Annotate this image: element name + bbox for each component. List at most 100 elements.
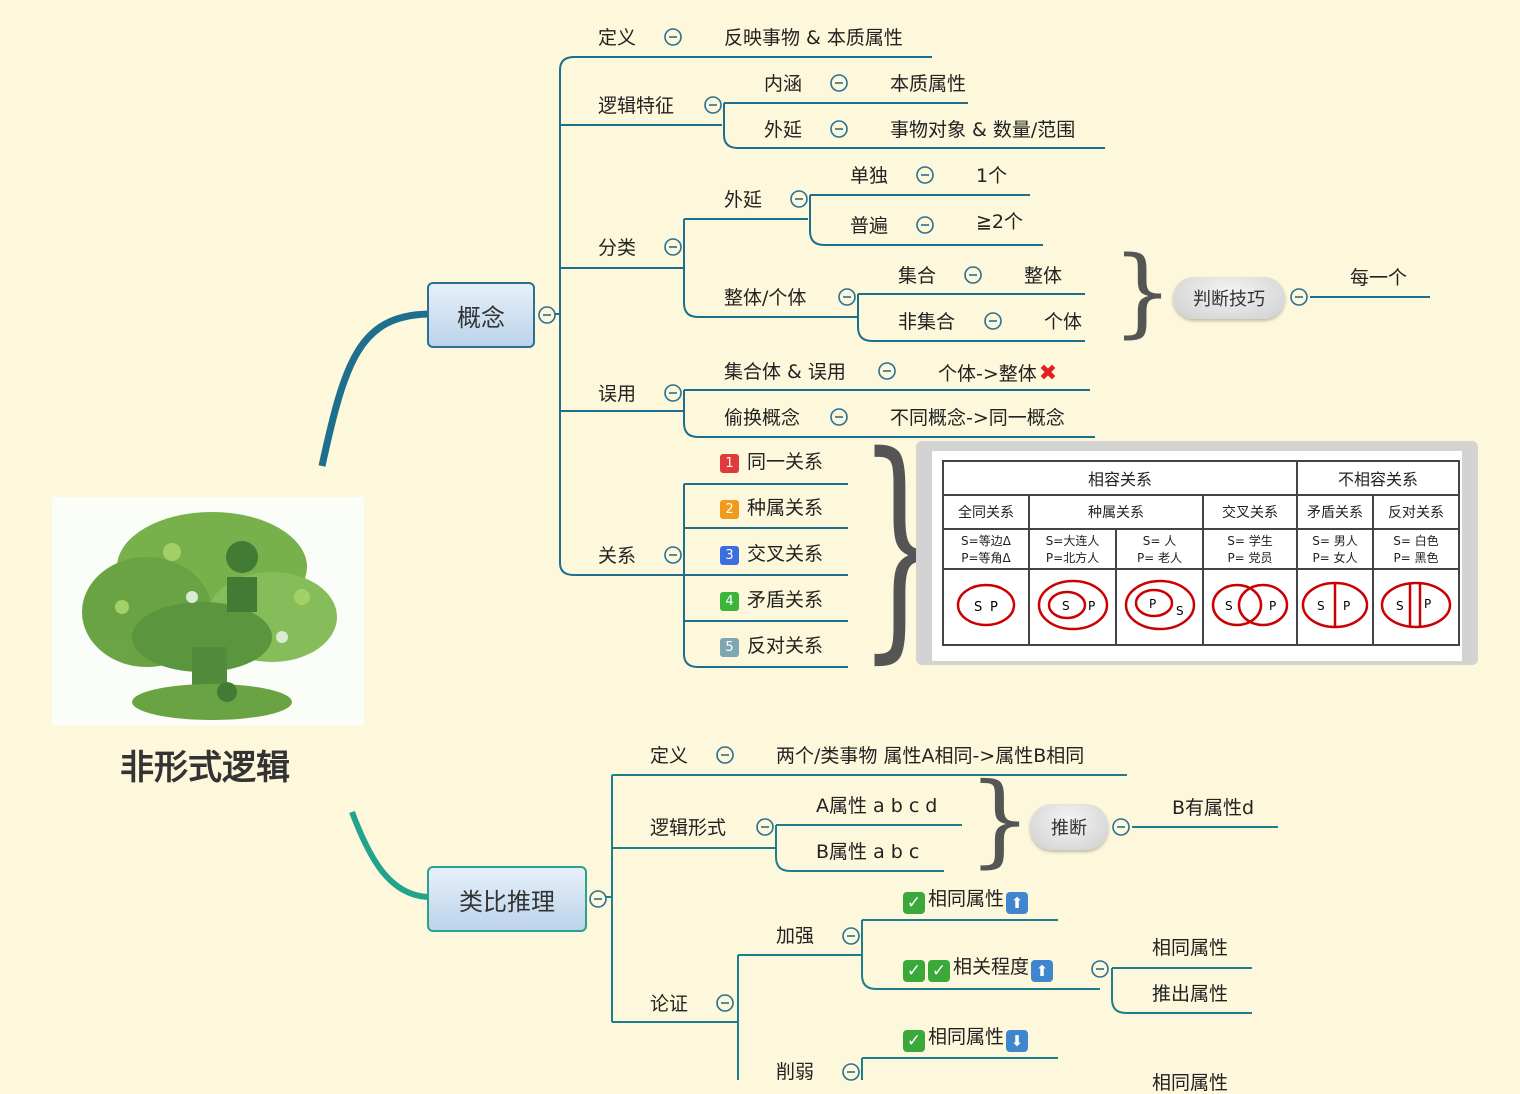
ex-1-s: S=大连人	[1045, 534, 1100, 548]
collapse-toggle-icon[interactable]	[703, 95, 723, 115]
analogy-definition-label: 定义	[650, 745, 689, 767]
collapse-toggle-icon[interactable]	[837, 287, 857, 307]
collapse-toggle-icon[interactable]	[1111, 817, 1131, 837]
single-label: 单独	[850, 165, 889, 187]
relation-label-4: 矛盾关系	[747, 589, 824, 611]
collapse-toggle-icon[interactable]	[663, 383, 683, 403]
root-title: 非形式逻辑	[120, 748, 290, 788]
venn-contrary-p: P	[1424, 597, 1431, 611]
badge-3: 3	[720, 546, 739, 565]
relations-label: 关系	[598, 545, 637, 567]
collapse-toggle-icon[interactable]	[841, 926, 861, 946]
collective-misuse-label: 集合体 & 误用	[724, 361, 846, 383]
analogy-label: 类比推理	[459, 887, 555, 916]
collapse-toggle-icon[interactable]	[915, 165, 935, 185]
check-icon: ✓	[903, 892, 925, 914]
badge-4: 4	[720, 592, 739, 611]
concept-label: 概念	[457, 303, 505, 332]
tip-pill[interactable]: 判断技巧	[1173, 277, 1285, 319]
collapse-toggle-icon[interactable]	[663, 237, 683, 257]
collapse-toggle-icon[interactable]	[715, 745, 735, 765]
strengthen-same-attr-text: 相同属性	[928, 888, 1005, 910]
check-icon: ✓	[903, 960, 925, 982]
collapse-toggle-icon[interactable]	[663, 27, 683, 47]
collapse-toggle-icon[interactable]	[983, 311, 1003, 331]
venn-identical-s: S	[974, 600, 982, 615]
venn-genus-b-p: P	[1149, 597, 1156, 611]
venn-cross-s: S	[1225, 599, 1233, 613]
ex-5-s: S= 白色	[1393, 534, 1439, 548]
ex-2-s: S= 人	[1142, 534, 1177, 548]
incompatible-header: 不相容关系	[1296, 460, 1460, 496]
strengthen-sub-2: 推出属性	[1152, 983, 1229, 1005]
tip-label: 判断技巧	[1193, 289, 1265, 310]
collapse-toggle-icon[interactable]	[963, 265, 983, 285]
relation-item-2: 2 种属关系	[720, 499, 823, 519]
infer-value: B有属性d	[1172, 797, 1255, 819]
relation-label-2: 种属关系	[747, 497, 824, 519]
badge-5: 5	[720, 638, 739, 657]
col-contrary: 反对关系	[1372, 494, 1460, 530]
general-value: ≧2个	[976, 211, 1024, 233]
compatible-header: 相容关系	[942, 460, 1298, 496]
collapse-toggle-icon[interactable]	[588, 889, 608, 909]
col-identical: 全同关系	[942, 494, 1030, 530]
relation-label-5: 反对关系	[747, 635, 824, 657]
concept-node[interactable]: 概念	[427, 282, 535, 348]
weaken-same-attr-text: 相同属性	[928, 1026, 1005, 1048]
up-arrow-icon: ⬆	[1006, 892, 1029, 914]
collapse-toggle-icon[interactable]	[1090, 959, 1110, 979]
concept-definition-label: 定义	[598, 27, 637, 49]
collective-value: 整体	[1024, 265, 1063, 287]
root-image	[52, 497, 364, 725]
strengthen-correlation: ✓✓相关程度⬆	[903, 958, 1054, 982]
concept-definition-value: 反映事物 & 本质属性	[724, 27, 903, 49]
ex-0-p: P=等角Δ	[961, 551, 1011, 565]
collapse-toggle-icon[interactable]	[663, 545, 683, 565]
collective-label: 集合	[898, 265, 937, 287]
ex-4-s: S= 男人	[1312, 534, 1358, 548]
strengthen-label: 加强	[776, 925, 815, 947]
col-genus: 种属关系	[1028, 494, 1204, 530]
collapse-toggle-icon[interactable]	[715, 993, 735, 1013]
weaken-same-attr: ✓相同属性⬇	[903, 1026, 1029, 1052]
collapse-toggle-icon[interactable]	[915, 215, 935, 235]
infer-pill[interactable]: 推断	[1030, 804, 1108, 850]
collapse-toggle-icon[interactable]	[829, 119, 849, 139]
concept-swap-value: 不同概念->同一概念	[890, 407, 1065, 429]
collapse-toggle-icon[interactable]	[829, 407, 849, 427]
analogy-node[interactable]: 类比推理	[427, 866, 587, 932]
relations-table: 相容关系 不相容关系 全同关系 种属关系 交叉关系 矛盾关系 反对关系 S=等边…	[942, 460, 1460, 646]
collapse-toggle-icon[interactable]	[537, 305, 557, 325]
badge-2: 2	[720, 500, 739, 519]
collapse-toggle-icon[interactable]	[755, 817, 775, 837]
collapse-toggle-icon[interactable]	[841, 1062, 861, 1082]
weaken-label: 削弱	[776, 1061, 815, 1083]
collapse-toggle-icon[interactable]	[829, 73, 849, 93]
single-value: 1个	[976, 165, 1008, 187]
non-collective-value: 个体	[1044, 311, 1083, 333]
concept-swap-label: 偷换概念	[724, 407, 801, 429]
collapse-toggle-icon[interactable]	[789, 189, 809, 209]
venn-identical-p: P	[990, 600, 998, 615]
relation-item-5: 5 反对关系	[720, 637, 823, 657]
col-contradict: 矛盾关系	[1296, 494, 1374, 530]
collapse-toggle-icon[interactable]	[1289, 287, 1309, 307]
ex-5-p: P= 黑色	[1393, 551, 1439, 565]
relation-label-1: 同一关系	[747, 451, 824, 473]
venn-contradict-p: P	[1343, 599, 1350, 613]
venn-contrary-s: S	[1396, 599, 1404, 613]
down-arrow-icon: ⬇	[1006, 1030, 1029, 1052]
collapse-toggle-icon[interactable]	[877, 361, 897, 381]
col-cross: 交叉关系	[1202, 494, 1298, 530]
